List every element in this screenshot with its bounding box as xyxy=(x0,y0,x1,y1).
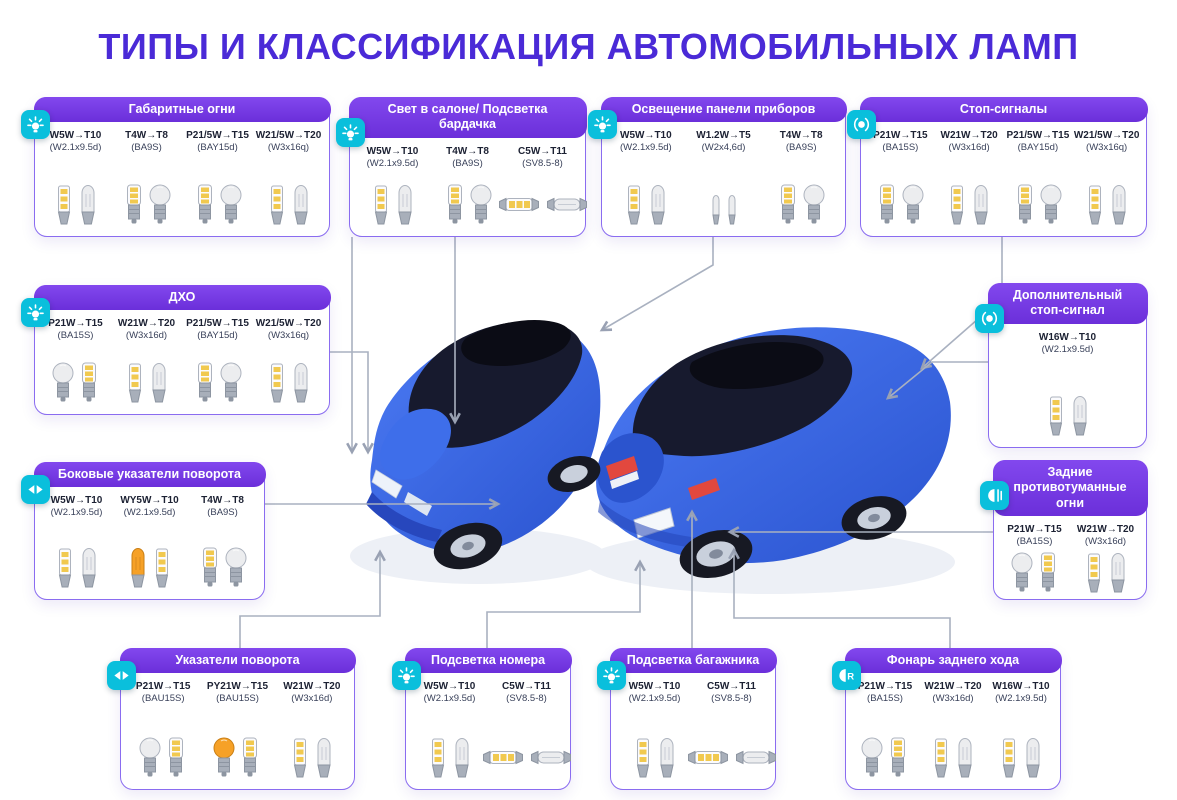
headlight xyxy=(371,469,403,499)
connector-plate-light xyxy=(486,559,646,648)
connector-turn-signals xyxy=(239,549,386,648)
connector-dashboard-light xyxy=(599,237,714,332)
wheel xyxy=(433,522,503,570)
connector-reverse-light xyxy=(728,547,951,648)
page-title: ТИПЫ И КЛАССИФИКАЦИЯ АВТОМОБИЛЬНЫХ ЛАМП xyxy=(98,26,1079,67)
car-front-view xyxy=(366,319,601,570)
connector-stop-signals xyxy=(919,237,1003,370)
tail-light xyxy=(688,478,720,500)
wheel xyxy=(547,456,601,492)
tail-light xyxy=(610,471,639,489)
connector-additional-stop xyxy=(885,361,988,400)
tail-light xyxy=(606,456,638,480)
wheel xyxy=(841,496,907,540)
connector-drl xyxy=(330,351,374,455)
car-rear-view xyxy=(596,327,951,579)
